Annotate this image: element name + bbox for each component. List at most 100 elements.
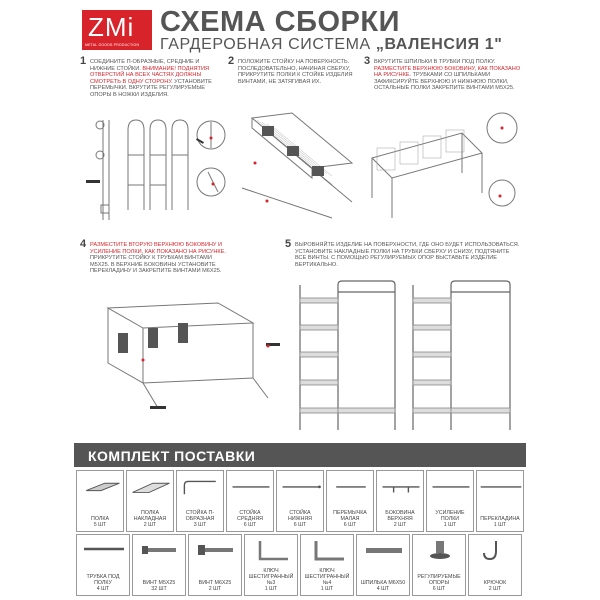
kit-item-qty: 5 шт [93, 522, 107, 528]
kit-item-qty: 32 шт [151, 586, 167, 592]
lower-post-icon [282, 485, 321, 489]
logo-tagline: METAL GOODS PRODUCTION [85, 43, 140, 47]
step-3-illustration [371, 112, 518, 218]
step-2-illustration [241, 112, 354, 219]
kit-item-name: ТРУБКА ПОД ПОЛКУ [86, 574, 120, 586]
kit-item-name: ПЕРЕКЛАДИНА [480, 516, 520, 522]
step-text: ВКРУТИТЕ ШПИЛЬКИ В ТРУБКИ ПОД ПОЛКУ. [374, 59, 496, 65]
kit-item-qty: 2 шт [208, 586, 222, 592]
middle-post-icon [232, 486, 270, 488]
kit-item-name: СТОЙКА НИЖНЯЯ [288, 510, 312, 522]
step-warning-text: РАЗМЕСТИТЕ ВТОРУЮ ВЕРХНЮЮ БОКОВИНУ И УСИ… [90, 242, 226, 255]
step-number: 2 [228, 55, 235, 67]
kit-item-name: СТОЙКА П-ОБРАЗНАЯ [185, 510, 215, 522]
adjustable-foot-icon [430, 541, 450, 559]
step-text: ТРУБКАМИ СО ШПИЛЬКАМИ ЗАФИКСИРУЙТЕ ВЕРХН… [374, 72, 515, 92]
kit-item-screw-m5: ВИНТ М5х2532 шт [132, 534, 186, 596]
kit-item-qty: 6 шт [243, 522, 257, 528]
kit-item-name: БОКОВИНА ВЕРХНЯЯ [385, 510, 415, 522]
step-text: ПОЛОЖИТЕ СТОЙКУ НА ПОВЕРХНОСТЬ. ПОСЛЕДОВ… [238, 59, 353, 85]
product-name: „ВАЛЕНСИЯ 1" [375, 36, 503, 53]
kit-item-name: РЕГУЛИРУЕМЫЕ ОПОРЫ [417, 574, 461, 586]
page-title: СХЕМА СБОРКИ [160, 6, 400, 38]
step-instructions: СОЕДИНИТЕ П-ОБРАЗНЫЕ, СРЕДНИЕ И НИЖНИЕ С… [90, 59, 220, 99]
brand-logo: ZMi METAL GOODS PRODUCTION [82, 10, 152, 50]
subtitle-prefix: ГАРДЕРОБНАЯ СИСТЕМА [160, 36, 371, 53]
kit-item-name: ВИНТ М6х25 [198, 580, 232, 586]
overlay-shelf-icon [132, 482, 170, 493]
u-post-icon [183, 480, 216, 495]
step-warning-text: ВНИМАНИЕ! ПОДНЯТИЯ ОТВЕРСТИЙ НА ВСЕХ ЧАС… [90, 65, 210, 85]
step-instructions: ВЫРОВНЯЙТЕ ИЗДЕЛИЕ НА ПОВЕРХНОСТИ, ГДЕ О… [295, 242, 520, 268]
stud-icon [366, 548, 402, 553]
hook-icon [483, 541, 497, 561]
kit-item-qty: 6 шт [343, 522, 357, 528]
hex-key-3-icon [258, 541, 288, 561]
hex-key-4-icon [314, 541, 344, 561]
kit-section-title: КОМПЛЕКТ ПОСТАВКИ [74, 443, 526, 467]
shelf-icon [86, 482, 120, 492]
rail-icon [480, 486, 522, 488]
kit-item-name: КЛЮЧ ШЕСТИГРАННЫЙ №3 [248, 568, 294, 586]
screw-m5-icon [142, 546, 176, 554]
kit-item-qty: 2 шт [143, 522, 157, 528]
step-text: СОЕДИНИТЕ П-ОБРАЗНЫЕ, СРЕДНИЕ И НИЖНИЕ С… [90, 59, 200, 72]
step-number: 1 [80, 55, 87, 67]
step-number: 5 [285, 238, 292, 250]
kit-item-name: ПЕРЕМЫЧКА МАЛАЯ [333, 510, 367, 522]
kit-item-qty: 4 шт [376, 586, 390, 592]
kit-item-label: ВИНТ М6х252 шт [189, 580, 241, 592]
kit-item-qty: 2 шт [393, 522, 407, 528]
kit-item-name: ПОЛКА НАКЛАДНАЯ [133, 510, 167, 522]
kit-item-label: ВИНТ М5х2532 шт [133, 580, 185, 592]
step-instructions: ПОЛОЖИТЕ СТОЙКУ НА ПОВЕРХНОСТЬ. ПОСЛЕДОВ… [238, 59, 358, 85]
step-number: 3 [364, 55, 371, 67]
kit-item-name: ПОЛКА [91, 516, 109, 522]
top-side-icon [382, 486, 420, 493]
kit-item-stud: ШПИЛЬКА М6х504 шт [356, 534, 410, 596]
kit-item-name: ШПИЛЬКА М6х50 [360, 580, 406, 586]
kit-item-name: КРЮЧОК [483, 580, 507, 586]
kit-item-qty: 1 шт [443, 522, 457, 528]
screw-m6-icon [198, 545, 233, 555]
step-text: УСТАНОВИТЕ ПЕРЕМЫЧКИ. ВКРУТИТЕ РЕГУЛИРУЕ… [90, 78, 212, 98]
logo-text: ZMi [88, 12, 135, 42]
step-5-illustration [299, 280, 511, 430]
step-text: ВЫРОВНЯЙТЕ ИЗДЕЛИЕ НА ПОВЕРХНОСТИ, ГДЕ О… [295, 242, 520, 268]
kit-item-name: КЛЮЧ ШЕСТИГРАННЫЙ №4 [304, 568, 350, 586]
shelf-reinforcement-icon [432, 486, 470, 488]
kit-item-qty: 1 шт [320, 586, 334, 592]
tube-icon [84, 547, 124, 551]
kit-item-qty: 6 шт [432, 586, 446, 592]
small-crossbar-icon [336, 486, 366, 488]
kit-item-qty: 2 шт [488, 586, 502, 592]
step-text: ПРИКРУТИТЕ СТОЙКУ К ТРУБКАМ ВИНТАМИ М5Х2… [90, 255, 222, 275]
kit-item-qty: 1 шт [264, 586, 278, 592]
step-instructions: РАЗМЕСТИТЕ ВТОРУЮ ВЕРХНЮЮ БОКОВИНУ И УСИ… [90, 242, 230, 275]
